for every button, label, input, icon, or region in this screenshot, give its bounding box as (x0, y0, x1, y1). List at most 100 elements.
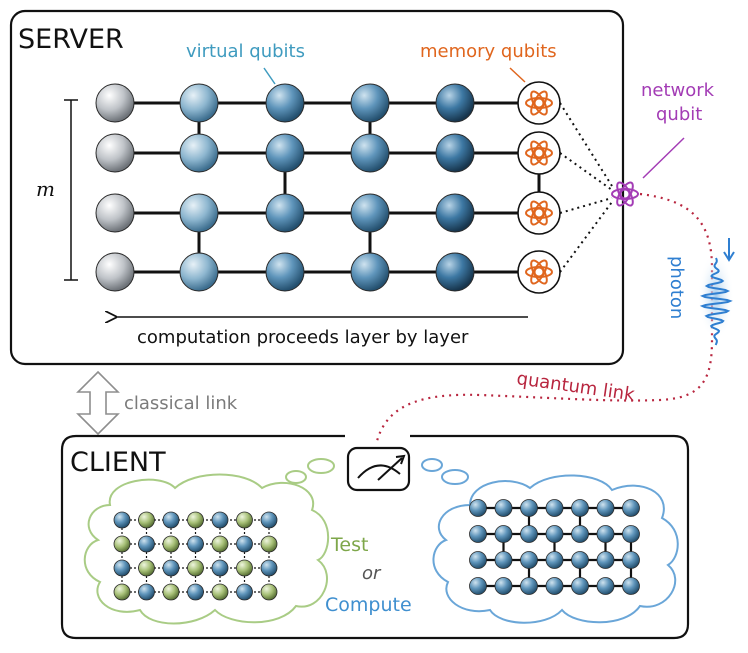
test-trap-qubit (236, 511, 253, 529)
compute-qubit (596, 551, 615, 569)
test-lattice (113, 511, 278, 601)
or-label: or (362, 563, 382, 584)
compute-qubit (622, 577, 640, 595)
virtual-qubit (179, 83, 219, 123)
test-trap-qubit (260, 535, 278, 553)
test-dummy-qubit (113, 511, 131, 529)
network-qubit-label-line2: qubit (656, 104, 702, 125)
test-dummy-qubit (113, 559, 131, 577)
compute-qubit (545, 525, 564, 543)
compute-qubit (571, 551, 589, 569)
compute-lattice (469, 499, 640, 595)
test-dummy-qubit (260, 511, 278, 529)
test-dummy-qubit (187, 583, 204, 601)
photon-label: photon (666, 256, 687, 319)
compute-qubit (494, 577, 513, 595)
compute-qubit (545, 577, 564, 595)
test-trap-qubit (211, 535, 229, 553)
compute-qubit (596, 577, 615, 595)
test-dummy-qubit (138, 535, 155, 553)
compute-qubit (545, 551, 564, 569)
computation-label: computation proceeds layer by layer (137, 327, 469, 348)
compute-qubit (494, 525, 513, 543)
virtual-qubits-label: virtual qubits (186, 41, 305, 62)
compute-qubit (469, 551, 487, 569)
compute-qubit (622, 525, 640, 543)
compute-qubit (469, 499, 487, 517)
memory-qubits-label: memory qubits (420, 41, 557, 62)
test-trap-qubit (236, 559, 253, 577)
compute-qubit (596, 525, 615, 543)
virtual-qubit (95, 133, 135, 173)
m-label: m (36, 177, 55, 201)
compute-label: Compute (325, 594, 412, 616)
virtual-qubit (265, 133, 305, 173)
compute-cloud (432, 474, 679, 624)
compute-thought-bubbles (421, 458, 469, 485)
virtual-qubit (95, 83, 135, 123)
virtual-qubit (265, 83, 305, 123)
measurement-meter-icon (346, 446, 411, 492)
m-bracket (64, 99, 78, 281)
test-label: Test (330, 534, 368, 556)
compute-qubit (571, 577, 589, 595)
network-qubit-pointer (642, 137, 685, 179)
test-trap-qubit (260, 583, 278, 601)
test-dummy-qubit (260, 559, 278, 577)
memory-qubit-atom-icon (517, 191, 561, 235)
client-box (60, 434, 690, 640)
compute-qubit (469, 525, 487, 543)
test-trap-qubit (113, 583, 131, 601)
virtual-qubit (350, 193, 390, 233)
quantum-link-path (374, 192, 714, 446)
test-dummy-qubit (211, 559, 229, 577)
virtual-qubit (435, 193, 475, 233)
test-dummy-qubit (211, 511, 229, 529)
compute-qubit (520, 499, 538, 517)
test-dummy-qubit (236, 535, 253, 553)
compute-qubit (622, 551, 640, 569)
memory-qubits-pointer (509, 67, 526, 83)
virtual-qubit (350, 252, 390, 292)
test-trap-qubit (187, 559, 204, 577)
compute-qubit (469, 577, 487, 595)
compute-qubit (520, 577, 538, 595)
virtual-qubits-pointer (263, 67, 276, 85)
server-lattice (95, 81, 561, 294)
compute-qubit (545, 499, 564, 517)
memory-qubit-atom-icon (517, 131, 561, 175)
virtual-qubit (265, 252, 305, 292)
test-dummy-qubit (162, 559, 180, 577)
test-trap-qubit (162, 583, 180, 601)
test-trap-qubit (211, 583, 229, 601)
memory-qubit-atom-icon (517, 250, 561, 294)
compute-qubit (494, 499, 513, 517)
network-qubit-label-line1: network (641, 80, 715, 101)
compute-qubit (571, 525, 589, 543)
test-trap-qubit (138, 559, 155, 577)
compute-qubit (571, 499, 589, 517)
virtual-qubit (265, 193, 305, 233)
virtual-qubit (179, 193, 219, 233)
virtual-qubit (435, 133, 475, 173)
server-title: SERVER (18, 24, 124, 55)
test-thought-bubbles (285, 458, 335, 484)
classical-link-double-arrow-icon (76, 370, 120, 436)
virtual-qubit (350, 133, 390, 173)
virtual-qubit (350, 83, 390, 123)
test-dummy-qubit (162, 511, 180, 529)
compute-qubit (596, 499, 615, 517)
test-dummy-qubit (187, 535, 204, 553)
virtual-qubit (95, 193, 135, 233)
network-atom-icon (611, 181, 639, 207)
memory-qubit-atom-icon (517, 81, 561, 125)
compute-qubit (520, 551, 538, 569)
compute-qubit (622, 499, 640, 517)
test-trap-qubit (162, 535, 180, 553)
network-qubit-atom-icon (611, 181, 639, 207)
test-trap-qubit (113, 535, 131, 553)
test-dummy-qubit (236, 583, 253, 601)
test-trap-qubit (138, 511, 155, 529)
classical-link-label: classical link (124, 393, 238, 414)
